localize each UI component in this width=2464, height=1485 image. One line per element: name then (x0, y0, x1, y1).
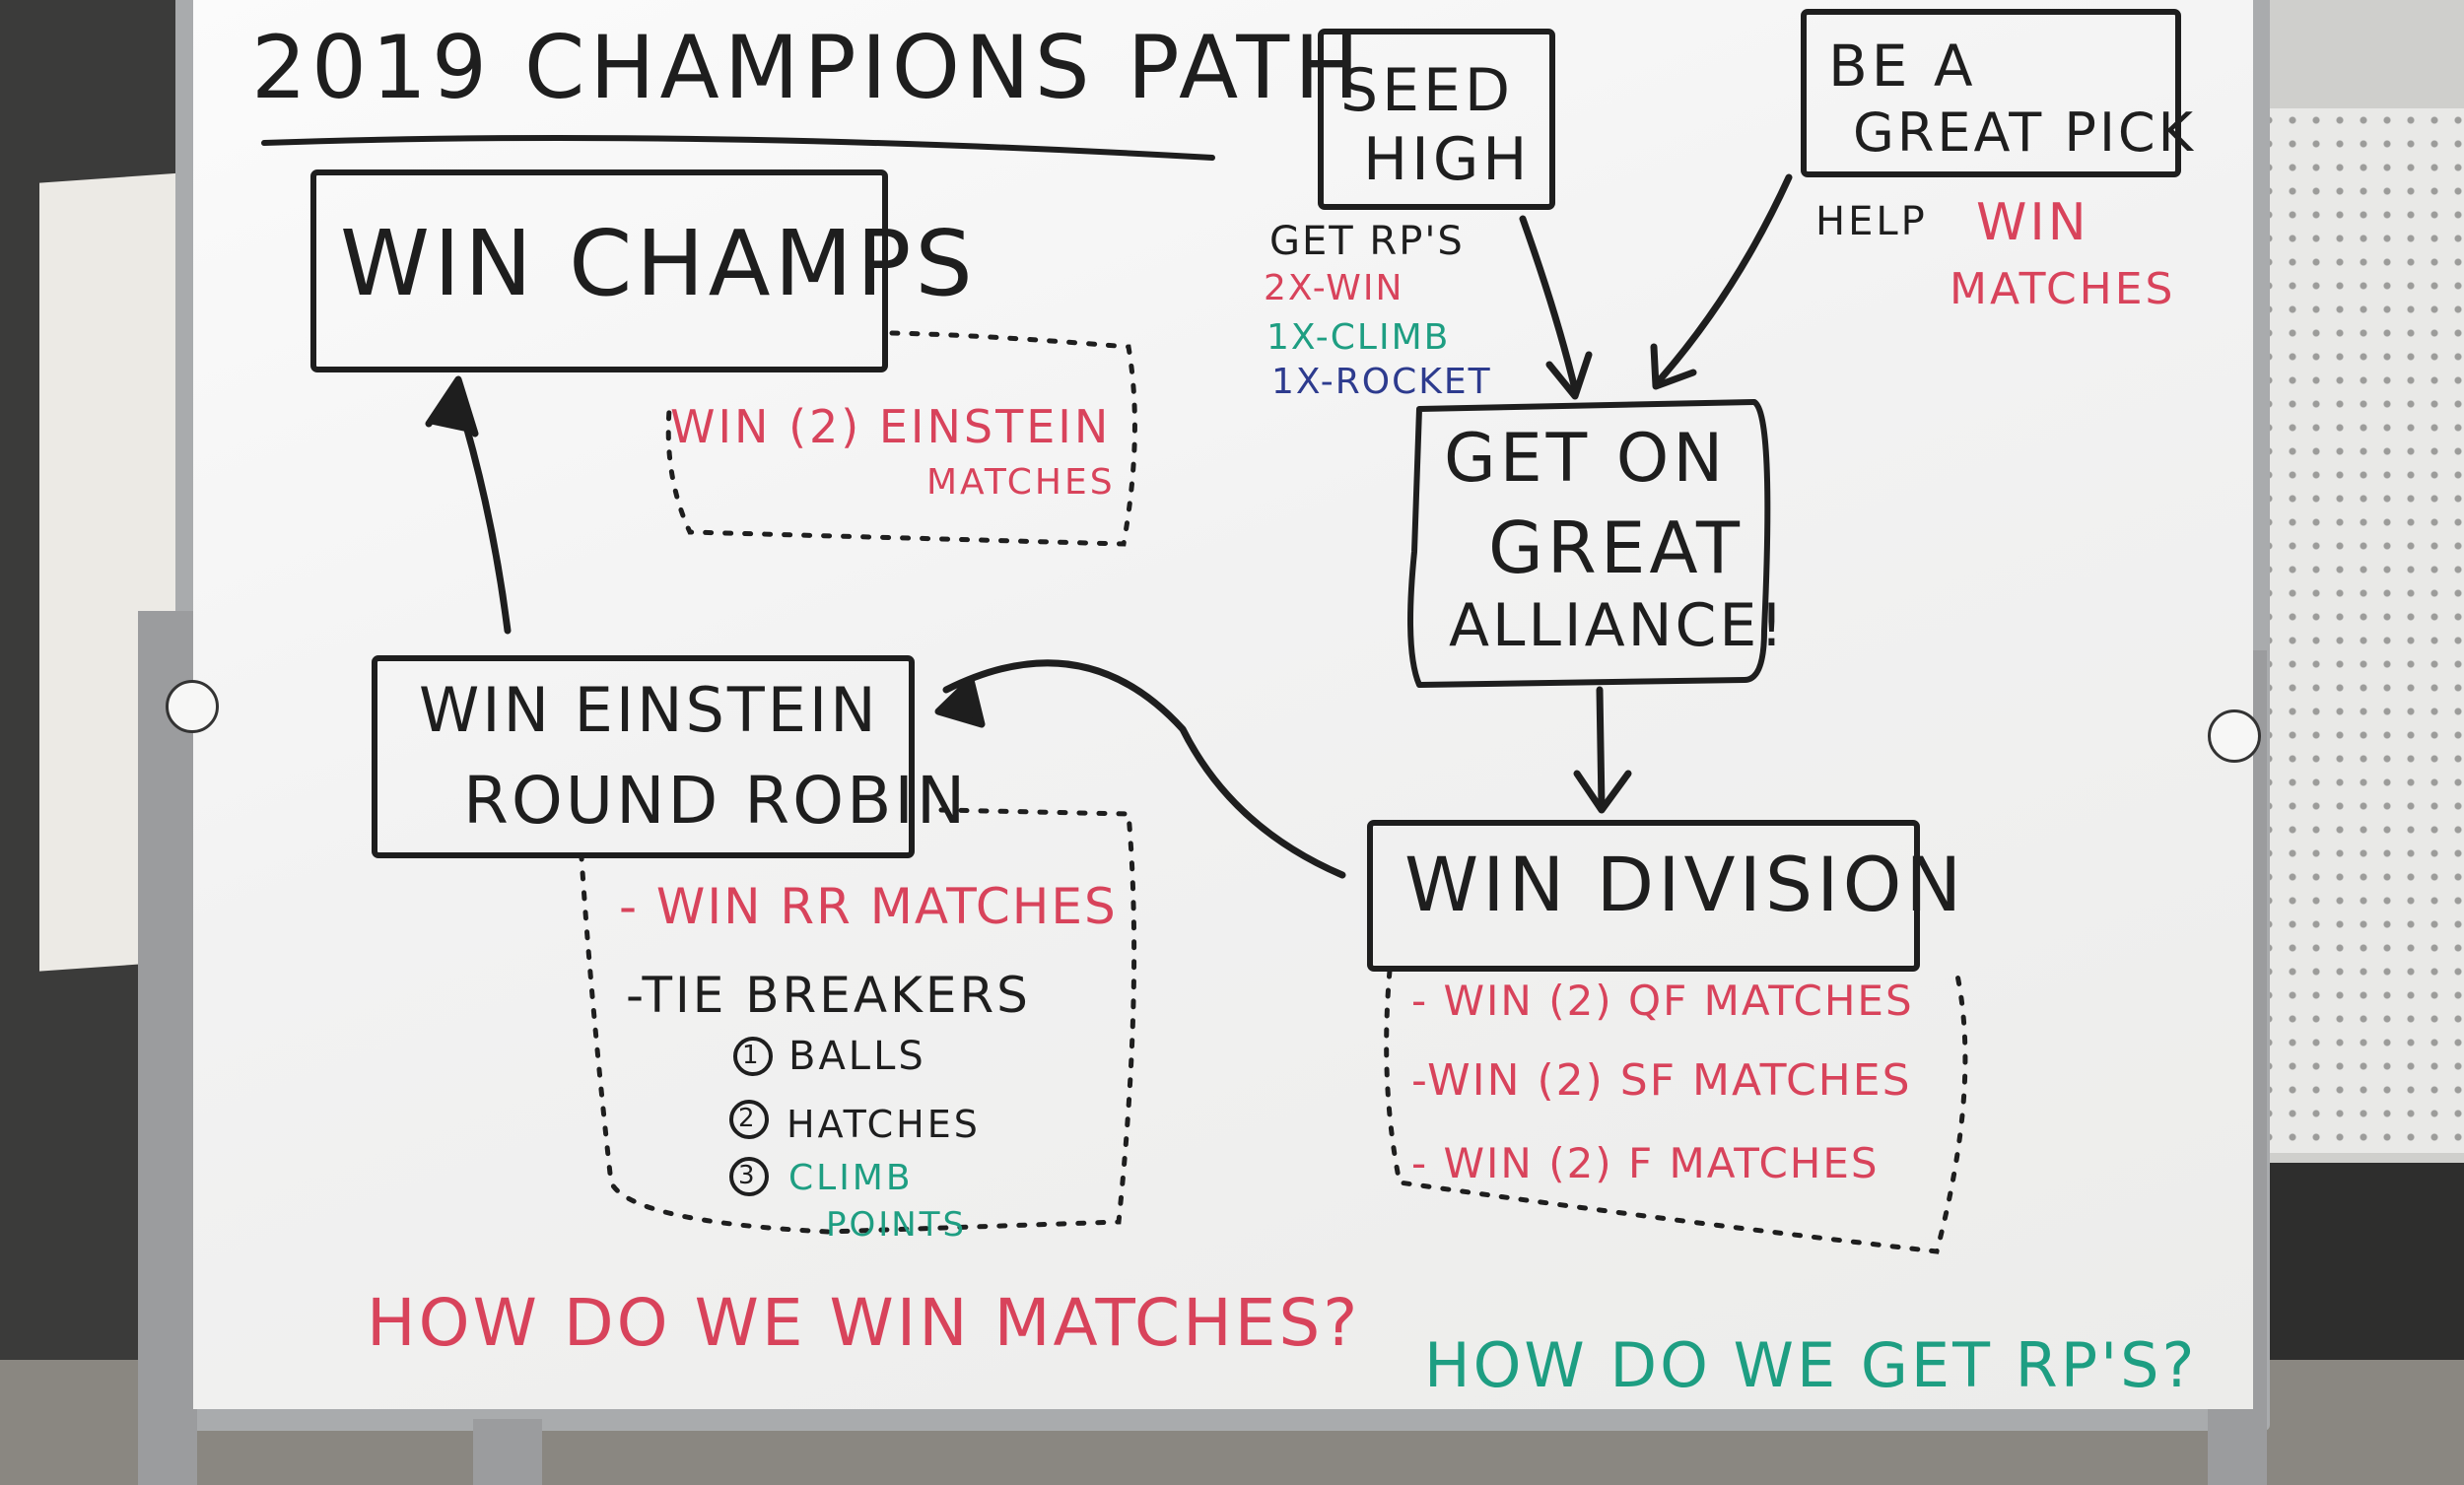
einstein-rr-label-line1: WIN EINSTEIN (419, 674, 879, 746)
division-dashed-outline (1384, 968, 1968, 1254)
great-alliance-label-line1: GET ON (1444, 420, 1728, 498)
arrowhead-pick (1650, 343, 1697, 390)
left-stand-post (138, 611, 197, 1485)
tie-balls: BALLS (788, 1034, 926, 1079)
division-sf: -WIN (2) SF MATCHES (1411, 1055, 1912, 1106)
einstein-dashed-outline (579, 807, 1137, 1235)
arrow-pick-to-alliance (1652, 173, 1793, 388)
division-qf: - WIN (2) QF MATCHES (1411, 977, 1914, 1025)
stand-foot (473, 1419, 542, 1485)
tie-number-3: 3 (738, 1161, 755, 1190)
tie-climb-line2: POINTS (826, 1205, 968, 1245)
arrow-division-to-rr (942, 659, 1346, 879)
arrow-seed-to-alliance (1519, 215, 1579, 393)
seed-high-label-line2: HIGH (1363, 125, 1532, 194)
great-pick-label-line1: BE A (1828, 33, 1977, 100)
win-champs-box (310, 169, 888, 372)
tie-number-1: 1 (742, 1041, 759, 1070)
question-win-matches: HOW DO WE WIN MATCHES? (367, 1285, 1361, 1361)
rr-win-matches: - WIN RR MATCHES (619, 878, 1118, 935)
champs-dashed-outline (665, 330, 1137, 547)
pegboard (2257, 108, 2464, 1153)
win-division-label: WIN DIVISION (1404, 841, 1966, 928)
arrowhead-division (1573, 770, 1632, 814)
question-get-rps: HOW DO WE GET RP'S? (1424, 1329, 2198, 1401)
arrowhead-rr (934, 676, 986, 728)
champs-note-line2: MATCHES (926, 462, 1116, 503)
einstein-rr-box (372, 655, 915, 858)
pick-matches: MATCHES (1950, 264, 2176, 314)
tie-hatches: HATCHES (787, 1103, 981, 1146)
rp-win: 2X-WIN (1264, 268, 1404, 308)
einstein-rr-label-line2: ROUND ROBIN (463, 763, 969, 839)
whiteboard (193, 0, 2253, 1409)
seed-high-label-line1: SEED (1340, 56, 1515, 125)
arrowhead-champs (425, 375, 479, 438)
great-pick-label-line2: GREAT PICK (1853, 101, 2196, 164)
tie-number-2: 2 (738, 1104, 755, 1133)
pick-help: HELP (1815, 199, 1928, 244)
rp-climb: 1X-CLIMB (1266, 317, 1451, 358)
champs-note-line1: WIN (2) EINSTEIN (670, 400, 1112, 453)
arrow-alliance-to-division (1596, 686, 1606, 810)
great-alliance-label-line3: ALLIANCE! (1449, 591, 1787, 660)
rp-heading: GET RP'S (1269, 219, 1465, 264)
pick-win: WIN (1976, 193, 2089, 252)
tie-number-2-circle (729, 1100, 769, 1139)
tie-number-1-circle (733, 1037, 773, 1076)
board-clip-right (2208, 709, 2261, 763)
win-division-box (1367, 820, 1920, 972)
rp-rocket: 1X-ROCKET (1271, 362, 1492, 402)
arrow-rr-to-champs (454, 395, 512, 635)
title-underline (261, 135, 1215, 161)
great-alliance-box (1407, 399, 1771, 688)
great-alliance-label-line2: GREAT (1488, 506, 1744, 589)
page-title: 2019 CHAMPIONS PATH (251, 17, 1365, 118)
board-clip-left (166, 680, 219, 733)
arrowhead-seed (1545, 351, 1593, 400)
seed-high-box (1318, 29, 1555, 210)
win-champs-label: WIN CHAMPS (340, 211, 977, 316)
great-pick-box (1801, 9, 2181, 177)
division-f: - WIN (2) F MATCHES (1411, 1139, 1880, 1187)
tie-climb-line1: CLIMB (788, 1158, 914, 1198)
rr-tie-breakers: -TIE BREAKERS (626, 967, 1031, 1024)
tie-number-3-circle (729, 1157, 769, 1196)
